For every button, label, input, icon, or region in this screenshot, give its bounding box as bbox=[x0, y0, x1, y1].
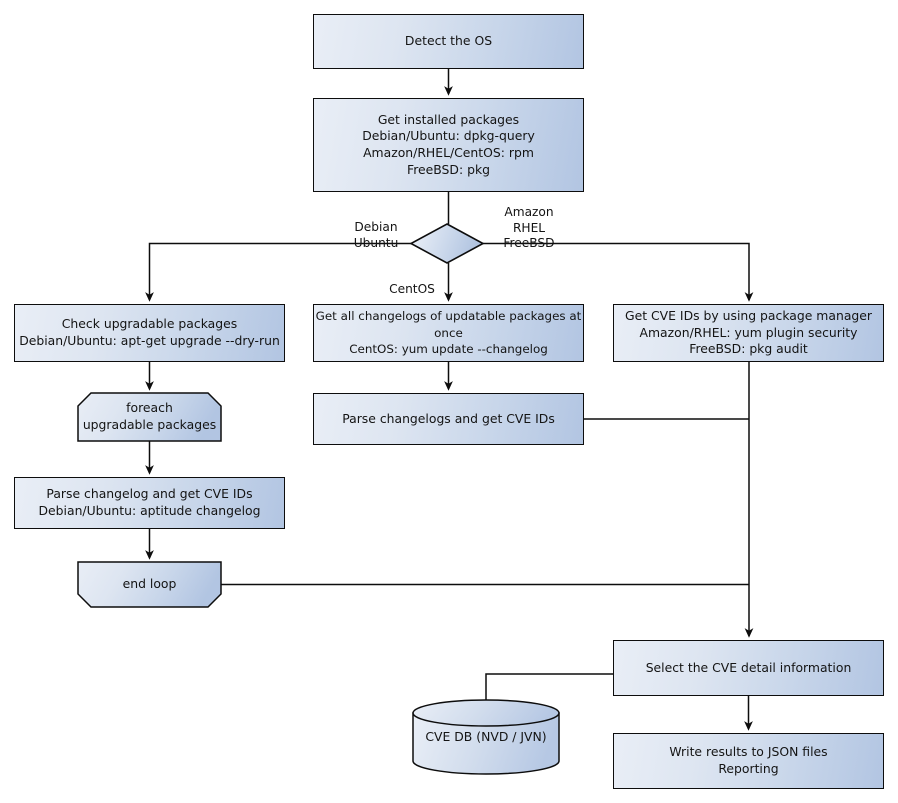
node-get-all-changelogs[interactable]: Get all changelogs of updatable packages… bbox=[313, 304, 584, 362]
node-parse-changelogs-centos[interactable]: Parse changelogs and get CVE IDs bbox=[313, 393, 584, 445]
node-parse-changelog-debian-label: Parse changelog and get CVE IDs Debian/U… bbox=[38, 486, 261, 518]
node-end-loop[interactable]: end loop bbox=[78, 562, 221, 607]
node-write-results[interactable]: Write results to JSON files Reporting bbox=[613, 733, 884, 789]
node-get-all-changelogs-label: Get all changelogs of updatable packages… bbox=[315, 309, 582, 357]
node-check-upgradable-packages-label: Check upgradable packages Debian/Ubuntu:… bbox=[19, 316, 280, 348]
edge-decision-amazon bbox=[483, 242, 754, 302]
node-end-loop-label: end loop bbox=[122, 576, 177, 592]
node-foreach-loop-start-label: foreach upgradable packages bbox=[82, 400, 217, 432]
node-select-cve-detail-label: Select the CVE detail information bbox=[645, 659, 852, 675]
node-get-installed-packages-label: Get installed packages Debian/Ubuntu: dp… bbox=[362, 111, 535, 177]
edge-label-debian-ubuntu-text: Debian Ubuntu bbox=[353, 220, 399, 250]
node-get-installed-packages[interactable]: Get installed packages Debian/Ubuntu: dp… bbox=[313, 98, 584, 192]
edge-label-centos-text: CentOS bbox=[389, 282, 435, 297]
node-get-cve-ids-package-manager[interactable]: Get CVE IDs by using package manager Ama… bbox=[613, 304, 884, 362]
node-cve-database[interactable]: CVE DB (NVD / JVN) bbox=[413, 713, 559, 761]
node-detect-os-label: Detect the OS bbox=[404, 33, 493, 49]
node-parse-changelogs-centos-label: Parse changelogs and get CVE IDs bbox=[342, 410, 555, 426]
node-parse-changelog-debian[interactable]: Parse changelog and get CVE IDs Debian/U… bbox=[14, 477, 285, 529]
database-shape[interactable] bbox=[412, 699, 560, 775]
loop-start-shape[interactable] bbox=[77, 392, 222, 442]
edge-db-to-select bbox=[485, 673, 613, 703]
edge-label-amazon-rhel-freebsd-text: Amazon RHEL FreeBSD bbox=[503, 205, 555, 251]
node-foreach-loop-start[interactable]: foreach upgradable packages bbox=[78, 393, 221, 441]
edge-label-amazon-rhel-freebsd: Amazon RHEL FreeBSD bbox=[487, 190, 571, 252]
loop-end-shape[interactable] bbox=[77, 561, 222, 608]
node-detect-os[interactable]: Detect the OS bbox=[313, 14, 584, 69]
edge-label-centos: CentOS bbox=[380, 267, 444, 298]
node-select-cve-detail[interactable]: Select the CVE detail information bbox=[613, 640, 884, 696]
node-check-upgradable-packages[interactable]: Check upgradable packages Debian/Ubuntu:… bbox=[14, 304, 285, 362]
node-get-cve-ids-package-manager-label: Get CVE IDs by using package manager Ama… bbox=[625, 308, 872, 357]
node-cve-database-label: CVE DB (NVD / JVN) bbox=[425, 728, 547, 744]
node-write-results-label: Write results to JSON files Reporting bbox=[669, 744, 828, 776]
edge-decision-debian bbox=[145, 242, 411, 302]
edge-label-debian-ubuntu: Debian Ubuntu bbox=[338, 205, 414, 251]
decision-diamond-os[interactable] bbox=[409, 223, 485, 264]
